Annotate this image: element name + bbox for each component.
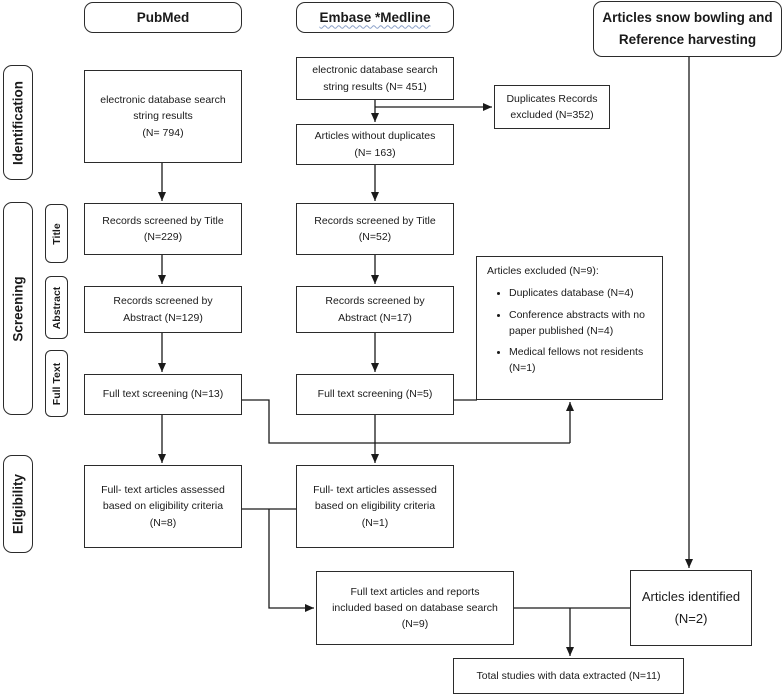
embase-abstract-box: Records screened by Abstract (N=17) <box>296 286 454 333</box>
subphase-title: Title <box>45 204 68 263</box>
connector-to-included <box>268 509 314 612</box>
total-studies-box: Total studies with data extracted (N=11) <box>453 658 684 694</box>
excluded-item: Conference abstracts with no paper publi… <box>509 307 654 340</box>
snowball-header: Articles snow bowling and Reference harv… <box>593 1 782 57</box>
included-articles-box: Full text articles and reports included … <box>316 571 514 645</box>
embase-search-box: electronic database search string result… <box>296 57 454 100</box>
duplicates-excluded-box: Duplicates Records excluded (N=352) <box>494 85 610 129</box>
pubmed-search-box: electronic database search string result… <box>84 70 242 163</box>
embase-title-box: Records screened by Title (N=52) <box>296 203 454 255</box>
embase-medline-header: Embase *Medline <box>296 2 454 33</box>
excluded-heading: Articles excluded (N=9): <box>487 265 599 277</box>
excluded-item: Medical fellows not residents (N=1) <box>509 344 654 377</box>
pubmed-eligibility-box: Full- text articles assessed based on el… <box>84 465 242 548</box>
pubmed-title-box: Records screened by Title (N=229) <box>84 203 242 255</box>
subphase-abstract: Abstract <box>45 276 68 339</box>
excluded-item: Duplicates database (N=4) <box>509 285 654 301</box>
connector-pubmed-fulltext-excluded <box>242 399 570 444</box>
embase-fulltext-box: Full text screening (N=5) <box>296 374 454 415</box>
embase-eligibility-box: Full- text articles assessed based on el… <box>296 465 454 548</box>
pubmed-fulltext-box: Full text screening (N=13) <box>84 374 242 415</box>
pubmed-abstract-box: Records screened by Abstract (N=129) <box>84 286 242 333</box>
embase-without-duplicates-box: Articles without duplicates (N= 163) <box>296 124 454 165</box>
articles-excluded-box: Articles excluded (N=9): Duplicates data… <box>476 256 663 400</box>
excluded-list: Duplicates database (N=4) Conference abs… <box>487 285 654 376</box>
articles-identified-box: Articles identified (N=2) <box>630 570 752 646</box>
subphase-fulltext: Full Text <box>45 350 68 417</box>
phase-eligibility: Eligibility <box>3 455 33 553</box>
phase-screening: Screening <box>3 202 33 415</box>
phase-identification: Identification <box>3 65 33 180</box>
pubmed-header: PubMed <box>84 2 242 33</box>
